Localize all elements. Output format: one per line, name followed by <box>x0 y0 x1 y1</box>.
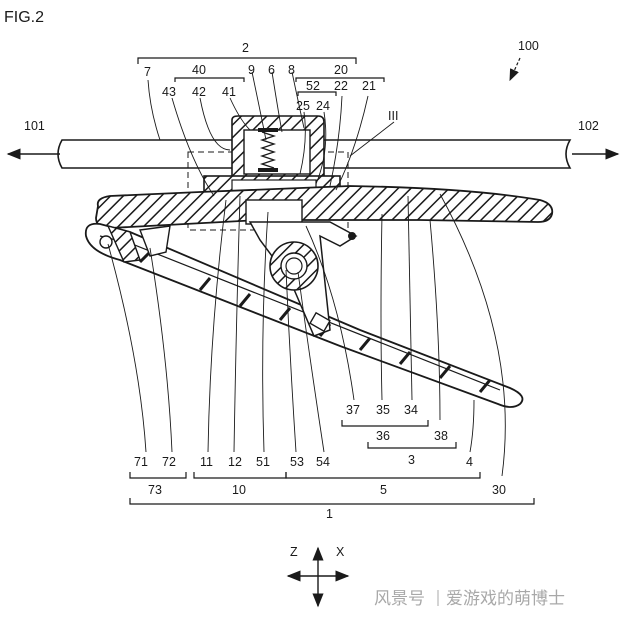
label-42: 42 <box>192 85 206 99</box>
label-36: 36 <box>376 429 390 443</box>
label-8: 8 <box>288 63 295 77</box>
label-10: 10 <box>232 483 246 497</box>
label-51: 51 <box>256 455 270 469</box>
label-25: 25 <box>296 99 310 113</box>
label-40: 40 <box>192 63 206 77</box>
label-20: 20 <box>334 63 348 77</box>
label-35: 35 <box>376 403 390 417</box>
label-102: 102 <box>578 119 599 133</box>
label-2: 2 <box>242 41 249 55</box>
label-22: 22 <box>334 79 348 93</box>
axis-indicator: Z X <box>286 545 350 608</box>
label-III: III <box>388 109 398 123</box>
label-54: 54 <box>316 455 330 469</box>
label-6: 6 <box>268 63 275 77</box>
figure-label: FIG.2 <box>4 9 44 26</box>
label-41: 41 <box>222 85 236 99</box>
axis-x-label: X <box>336 545 345 559</box>
label-30: 30 <box>492 483 506 497</box>
label-38: 38 <box>434 429 448 443</box>
leader-lines-bottom <box>107 193 506 477</box>
label-72: 72 <box>162 455 176 469</box>
label-53: 53 <box>290 455 304 469</box>
label-24: 24 <box>316 99 330 113</box>
label-52: 52 <box>306 79 320 93</box>
label-73: 73 <box>148 483 162 497</box>
bottom-braces <box>129 420 535 505</box>
label-37: 37 <box>346 403 360 417</box>
label-5: 5 <box>380 483 387 497</box>
label-9: 9 <box>248 63 255 77</box>
label-34: 34 <box>404 403 418 417</box>
pivot-roller <box>269 241 319 291</box>
label-4: 4 <box>466 455 473 469</box>
label-21: 21 <box>362 79 376 93</box>
top-braces <box>137 57 385 96</box>
axis-z-label: Z <box>290 545 298 559</box>
label-1: 1 <box>326 507 333 521</box>
label-7: 7 <box>144 65 151 79</box>
watermark-right: 爱游戏的萌博士 <box>446 589 565 609</box>
label-43: 43 <box>162 85 176 99</box>
label-101: 101 <box>24 119 45 133</box>
hook-assembly <box>99 224 171 263</box>
label-3: 3 <box>408 453 415 467</box>
label-100: 100 <box>518 39 539 53</box>
watermark: 风景号 爱游戏的萌博士 <box>374 589 565 609</box>
leader-lines-top <box>147 71 395 197</box>
label-71: 71 <box>134 455 148 469</box>
inner-block <box>245 199 303 225</box>
watermark-left: 风景号 <box>374 589 425 609</box>
label-11: 11 <box>200 455 213 469</box>
label-12: 12 <box>228 455 242 469</box>
